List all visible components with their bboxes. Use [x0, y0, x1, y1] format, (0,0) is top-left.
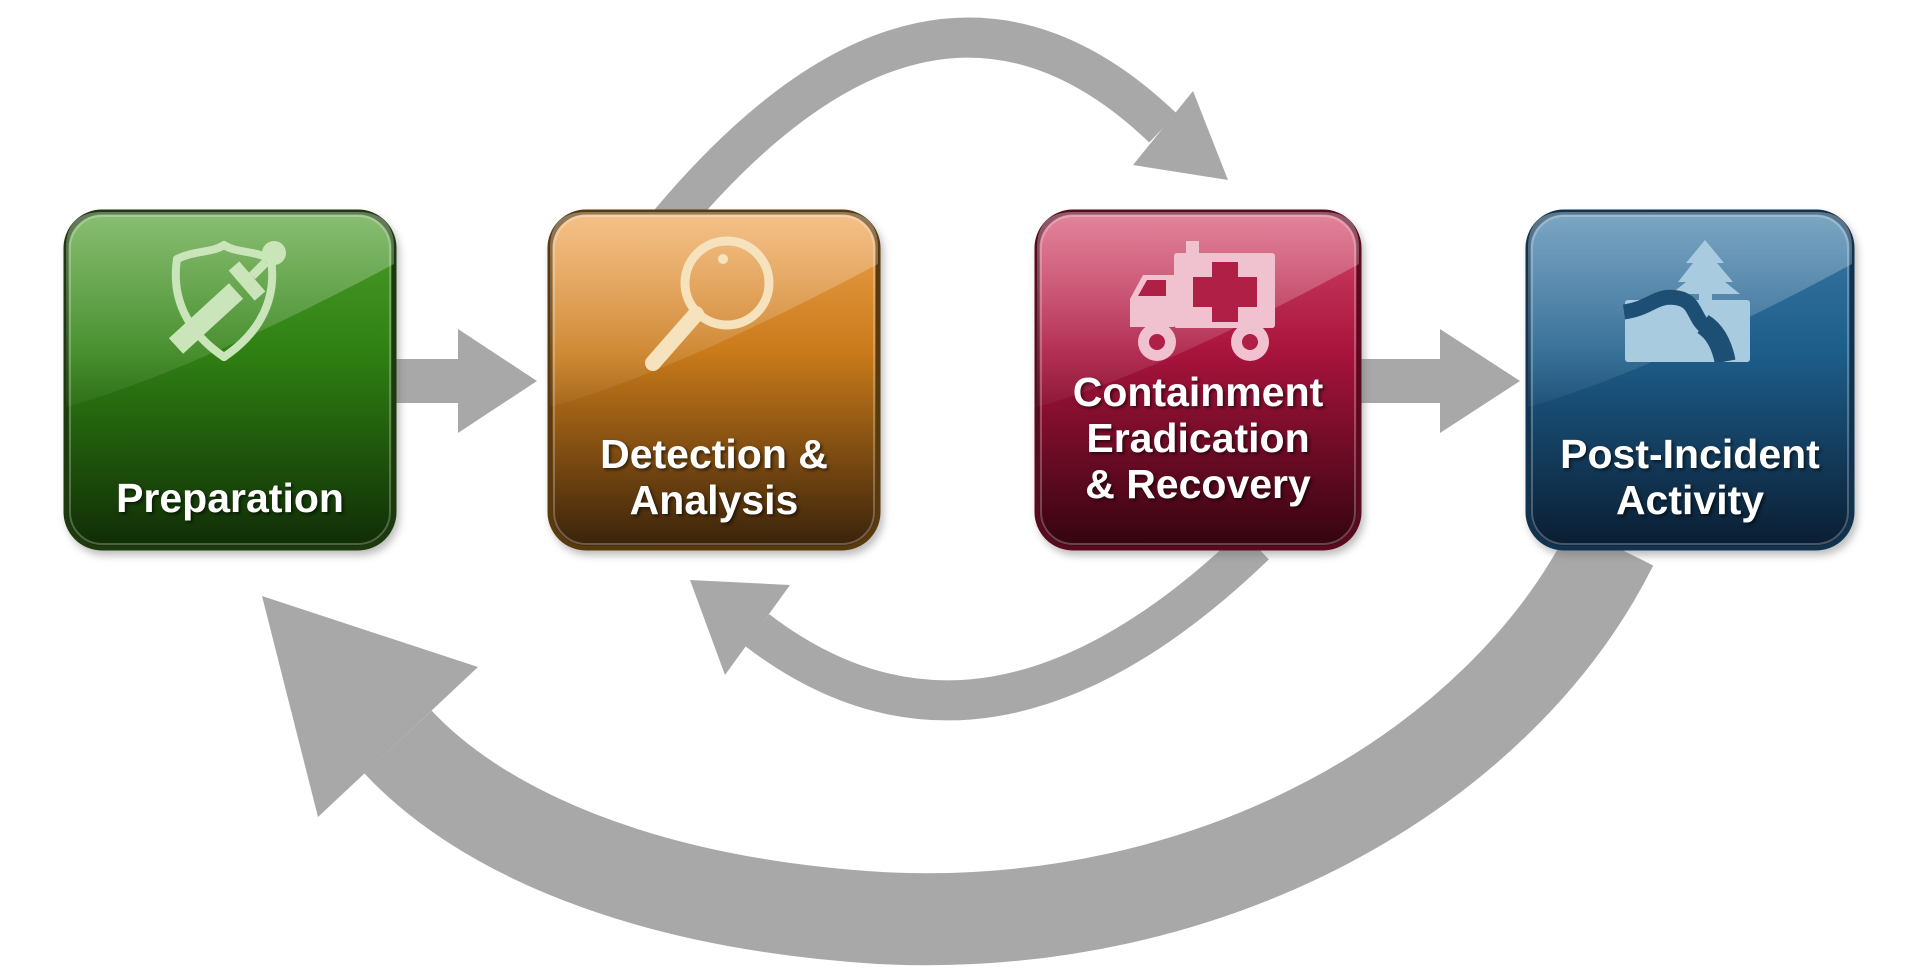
ambulance-icon [1130, 241, 1275, 361]
flow-arrows [262, 17, 1654, 966]
arc-bottom-arrowhead [690, 580, 790, 675]
shield-sword-icon [168, 241, 286, 361]
sword-blade [168, 283, 244, 354]
detection-label-line-1: Detection & [600, 431, 828, 477]
river-path-group [1622, 289, 1736, 364]
ambulance-cross-horizontal [1193, 277, 1257, 307]
magnifier-icon [645, 236, 774, 371]
sword-pommel [262, 241, 286, 265]
river-path-wide-end [1696, 315, 1736, 364]
detection-label-line-2: Analysis [630, 477, 799, 523]
ambulance-wheel-hubs [1149, 334, 1258, 350]
postincident-label-line-2: Activity [1616, 477, 1764, 523]
postincident-label-line-1: Post-Incident [1560, 431, 1820, 477]
detection-gloss [550, 212, 878, 407]
pine-tree [1671, 240, 1740, 301]
ambulance-window [1138, 280, 1166, 296]
tree-river-icon [1622, 240, 1750, 364]
arc-top-arrowhead [1133, 91, 1228, 180]
arc-top-curve [646, 17, 1177, 245]
containment-label-line-2: Eradication [1086, 415, 1309, 461]
large-arc-curve [364, 524, 1654, 966]
arrow-postincident-to-preparation [262, 524, 1654, 966]
ambulance-cutouts [1138, 262, 1257, 322]
containment-label-line-3: & Recovery [1085, 461, 1311, 507]
magnifier-lens [680, 236, 774, 330]
arrow-detection-to-containment [646, 17, 1228, 245]
containment-label-line-1: Containment [1073, 369, 1324, 415]
large-arc-arrowhead [262, 596, 478, 817]
sword-grip [248, 258, 270, 280]
arrow-containment-to-detection [690, 530, 1269, 721]
arc-bottom-curve [744, 530, 1269, 721]
phase-box-containment: Containment Eradication & Recovery [1034, 209, 1362, 551]
phase-box-detection-analysis: Detection & Analysis [547, 209, 881, 551]
wheel-hub-rear [1242, 334, 1258, 350]
arrow-containment-to-postincident [1355, 329, 1520, 433]
wheel-hub-front [1149, 334, 1165, 350]
preparation-label: Preparation [116, 475, 344, 521]
arrow-preparation-to-detection [391, 329, 537, 433]
magnifier-handle [645, 306, 704, 371]
phase-box-preparation: Preparation [63, 209, 397, 551]
sword-crossguard [228, 261, 266, 301]
magnifier-glint [718, 254, 728, 264]
phase-box-post-incident: Post-Incident Activity [1525, 209, 1855, 551]
ambulance-roof-light [1186, 241, 1199, 253]
